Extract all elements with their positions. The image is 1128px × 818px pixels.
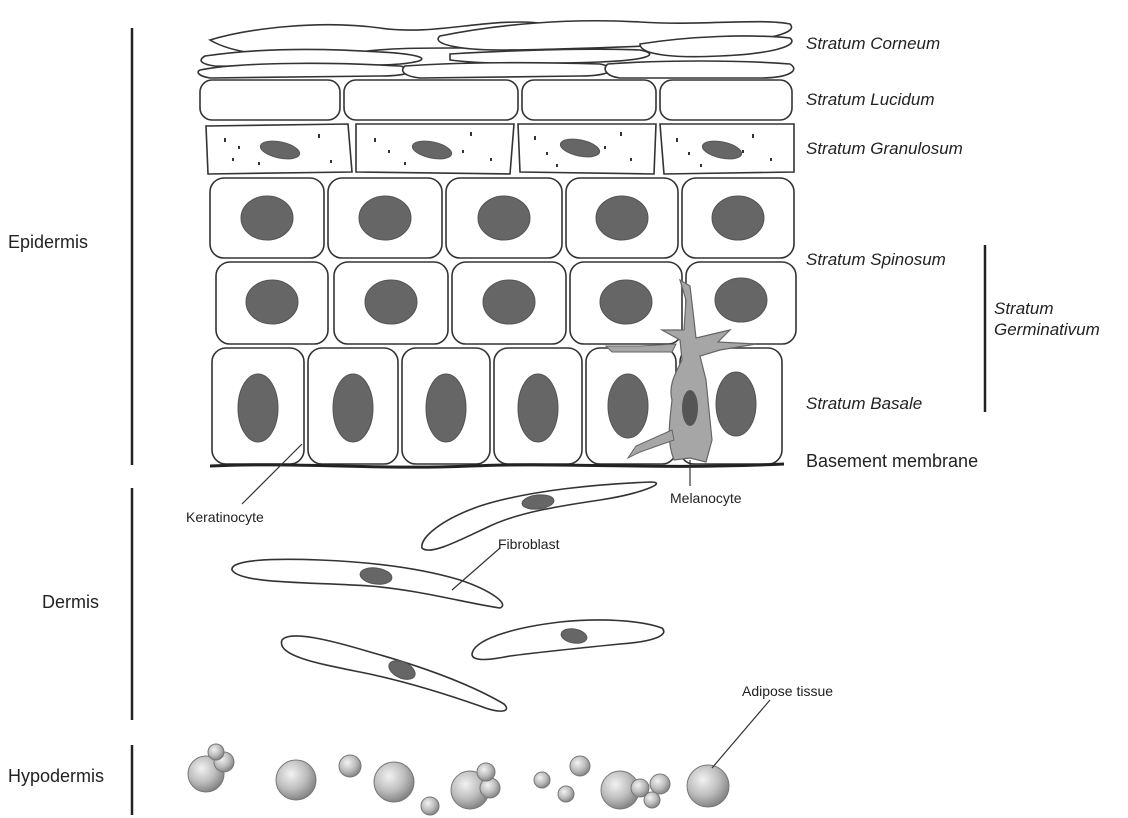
- fibroblast-label: Fibroblast: [498, 536, 559, 552]
- stratum-lucidum-cells: [200, 80, 792, 120]
- adipose-droplets: [188, 744, 729, 815]
- fibroblast-cells: [232, 482, 664, 711]
- adipose-tissue-label: Adipose tissue: [742, 683, 833, 699]
- stratum-spinosum-row-2: [216, 262, 796, 344]
- stratum-granulosum-label: Stratum Granulosum: [806, 139, 963, 159]
- basement-membrane-label: Basement membrane: [806, 451, 978, 472]
- stratum-corneum-label: Stratum Corneum: [806, 34, 940, 54]
- stratum-granulosum-cells: [206, 124, 794, 174]
- stratum-corneum-cells: [198, 21, 794, 78]
- melanocyte-label: Melanocyte: [670, 490, 742, 506]
- dermis-label: Dermis: [42, 592, 99, 613]
- stratum-germinativum-label-1: Stratum: [994, 299, 1054, 319]
- stratum-basale-label: Stratum Basale: [806, 394, 922, 414]
- stratum-spinosum-label: Stratum Spinosum: [806, 250, 946, 270]
- stratum-spinosum-row-1: [210, 178, 794, 258]
- keratinocyte-label: Keratinocyte: [186, 509, 264, 525]
- epidermis-label: Epidermis: [8, 232, 88, 253]
- adipose-leader: [712, 700, 770, 768]
- stratum-lucidum-label: Stratum Lucidum: [806, 90, 935, 110]
- fibroblast-leader: [452, 548, 500, 590]
- hypodermis-label: Hypodermis: [8, 766, 104, 787]
- stratum-germinativum-label-2: Germinativum: [994, 320, 1100, 340]
